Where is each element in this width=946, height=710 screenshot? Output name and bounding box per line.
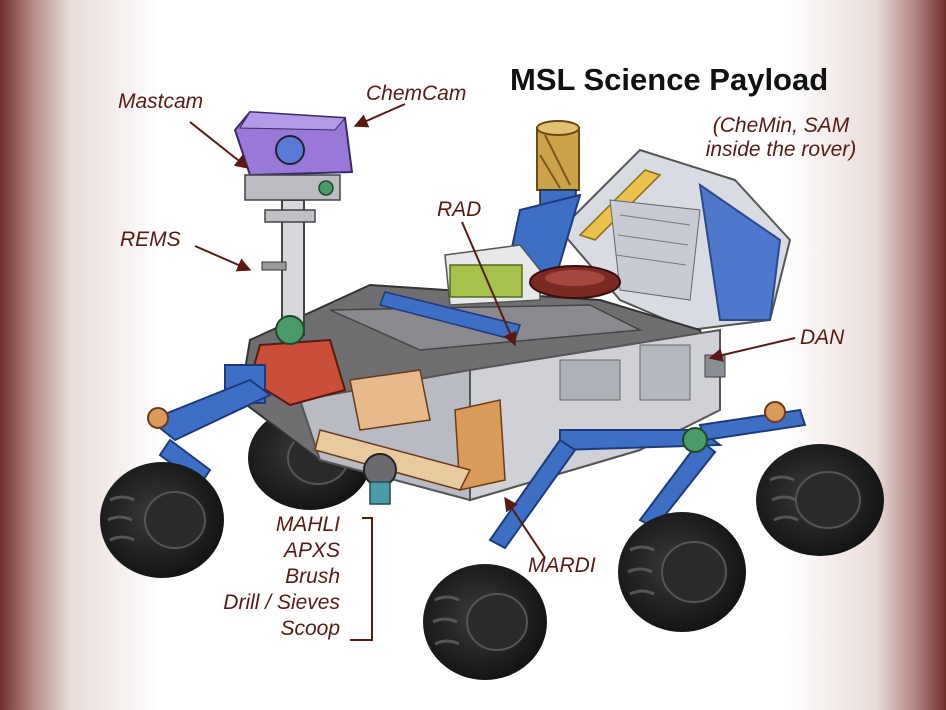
bracket-arm-instruments bbox=[350, 517, 373, 641]
antenna-dish bbox=[529, 265, 621, 299]
arrow-rad bbox=[461, 221, 517, 347]
label-mastcam: Mastcam bbox=[118, 90, 204, 113]
rtg-cylinder bbox=[536, 120, 580, 209]
arrow-mastcam bbox=[189, 121, 250, 169]
wheel-front-left bbox=[100, 462, 224, 578]
label-drill-sieves: Drill / Sieves bbox=[223, 591, 340, 614]
label-brush: Brush bbox=[285, 565, 340, 588]
arrow-dan bbox=[708, 337, 796, 362]
label-scoop: Scoop bbox=[280, 617, 340, 640]
arrow-rems bbox=[194, 245, 252, 272]
note-line-2: inside the rover) bbox=[705, 138, 857, 161]
arrow-mardi bbox=[504, 496, 546, 559]
label-apxs: APXS bbox=[283, 539, 340, 562]
wheel-front-middle bbox=[423, 564, 547, 680]
arm-instrument-list: MAHLI APXS Brush Drill / Sieves Scoop bbox=[170, 512, 340, 642]
sample-inlet-box bbox=[444, 244, 541, 306]
note-line-1: (CheMin, SAM bbox=[712, 114, 850, 137]
wheel-rear-right bbox=[756, 444, 884, 556]
suspension-right bbox=[488, 401, 807, 550]
diagram-title: MSL Science Payload bbox=[510, 62, 829, 97]
robotic-arm-turret bbox=[314, 429, 472, 505]
front-cluster bbox=[224, 338, 506, 491]
mast-head bbox=[233, 110, 354, 201]
suspension-left bbox=[147, 378, 272, 487]
label-mardi: MARDI bbox=[528, 554, 596, 577]
arrow-chemcam bbox=[353, 103, 406, 128]
label-rems: REMS bbox=[120, 228, 181, 251]
inside-rover-note: (CheMin, SAM inside the rover) bbox=[690, 114, 872, 162]
label-mahli: MAHLI bbox=[275, 513, 340, 536]
label-chemcam: ChemCam bbox=[366, 82, 467, 105]
label-rad: RAD bbox=[437, 198, 482, 221]
mast bbox=[261, 199, 316, 345]
wheel-front-right bbox=[618, 512, 746, 632]
label-dan: DAN bbox=[800, 326, 845, 349]
